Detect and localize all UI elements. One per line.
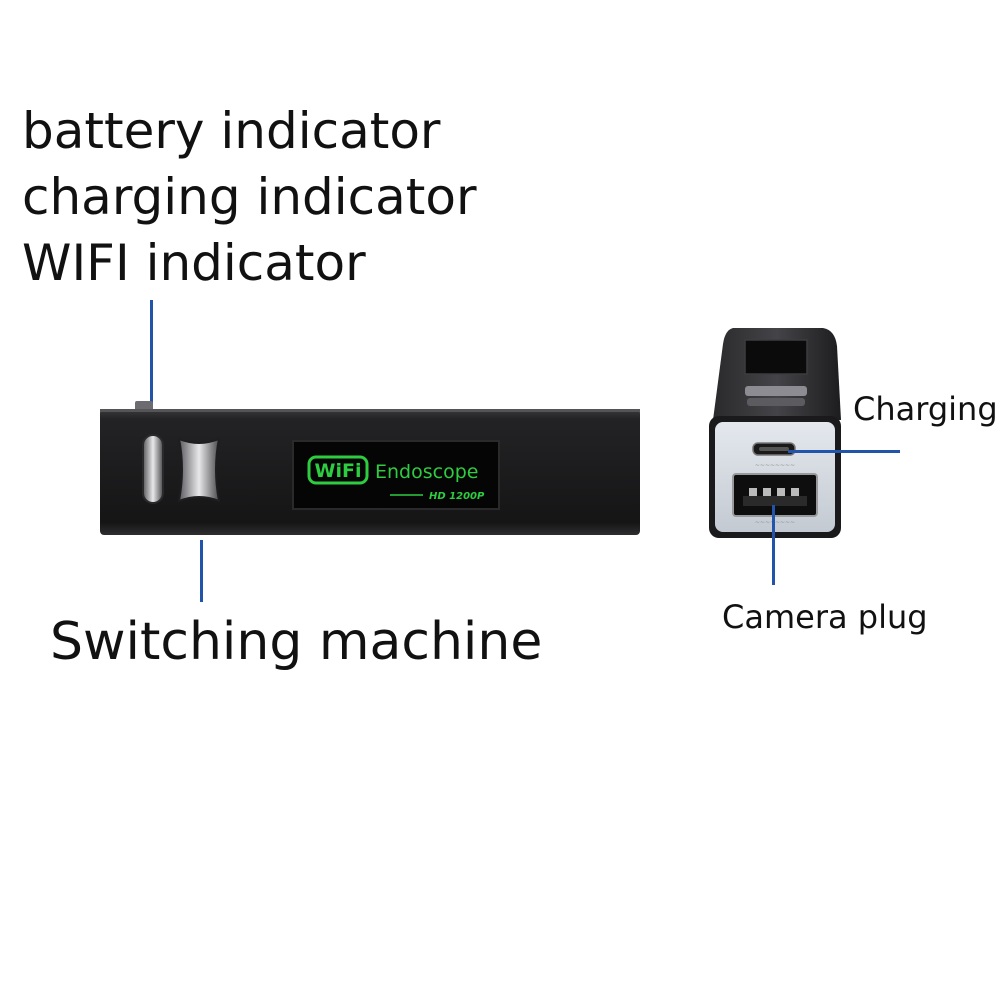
- camera-plug-label: Camera plug: [722, 598, 928, 636]
- charging-label: Charging: [853, 390, 998, 428]
- wifi-badge-frame: [307, 455, 369, 485]
- svg-text:~~~~~~~~: ~~~~~~~~: [755, 519, 795, 526]
- endoscope-device-side-view: WiFi Endoscope HD 1200P: [100, 401, 640, 535]
- screen-title: Endoscope: [375, 461, 478, 483]
- usb-a-port: [732, 473, 818, 517]
- switch-button: [177, 437, 221, 503]
- switching-machine-label: Switching machine: [50, 612, 543, 672]
- camera-plug-leader-line: [772, 505, 775, 585]
- charging-indicator-label: charging indicator: [22, 168, 477, 226]
- endoscope-device-end-view: ~~~~~~~~ ~~~~~~~~: [709, 328, 841, 538]
- charging-leader-line: [788, 450, 900, 453]
- display-screen: [292, 440, 500, 510]
- battery-indicator-label: battery indicator: [22, 102, 441, 160]
- svg-text:~~~~~~~~: ~~~~~~~~: [755, 462, 795, 469]
- oval-button: [142, 434, 164, 504]
- wifi-badge-text: WiFi: [315, 460, 362, 482]
- indicator-leader-line: [150, 300, 153, 410]
- switch-leader-line: [200, 540, 203, 602]
- indicator-labels: battery indicator charging indicator WIF…: [22, 98, 477, 296]
- screen-subtitle: HD 1200P: [429, 491, 485, 502]
- wifi-indicator-label: WIFI indicator: [22, 234, 366, 292]
